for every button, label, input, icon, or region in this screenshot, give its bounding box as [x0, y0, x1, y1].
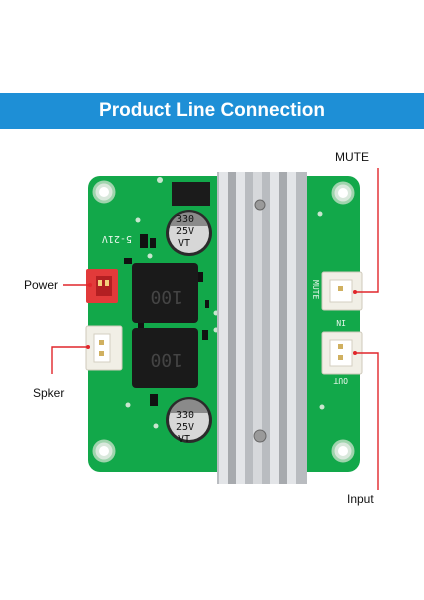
svg-text:100: 100: [150, 286, 183, 307]
mounting-holes: [92, 180, 355, 463]
mute-connector: [321, 271, 363, 311]
mute-label: MUTE: [335, 150, 369, 164]
silk-in: IN: [336, 318, 346, 327]
banner-title: Product Line Connection: [99, 100, 325, 121]
svg-text:330: 330: [176, 410, 194, 421]
mute-callout-line: [355, 168, 379, 293]
svg-text:VT: VT: [178, 434, 190, 445]
callout-lines: [51, 168, 379, 490]
capacitor-bottom: 330 25V VT: [166, 397, 212, 445]
voltage-label: 5-21V: [102, 233, 132, 244]
speaker-callout-line: [51, 346, 88, 374]
inductor-top: 100: [132, 263, 198, 323]
svg-text:100: 100: [150, 349, 183, 370]
heatsink: [217, 172, 307, 484]
heatsink-screw-top: [254, 199, 266, 211]
speaker-connector: [85, 325, 123, 371]
input-connector: [321, 331, 363, 375]
svg-text:330: 330: [176, 214, 194, 225]
heatsink-screw-bottom: [253, 429, 267, 443]
speaker-label: Spker: [33, 386, 65, 400]
inductor-bottom: 100: [132, 328, 198, 388]
input-callout-line: [355, 352, 379, 490]
silk-out: OUT: [333, 376, 348, 385]
power-connector: [86, 269, 118, 303]
ic-chip: [172, 182, 210, 206]
capacitor-top: 330 25V VT: [166, 210, 212, 256]
svg-text:VT: VT: [178, 238, 190, 249]
power-label: Power: [24, 278, 59, 292]
title-banner: Product Line Connection: [0, 93, 424, 129]
svg-text:25V: 25V: [176, 422, 194, 433]
input-label: Input: [347, 492, 374, 506]
svg-text:25V: 25V: [176, 226, 194, 237]
silk-mute: MUTE: [311, 280, 320, 299]
